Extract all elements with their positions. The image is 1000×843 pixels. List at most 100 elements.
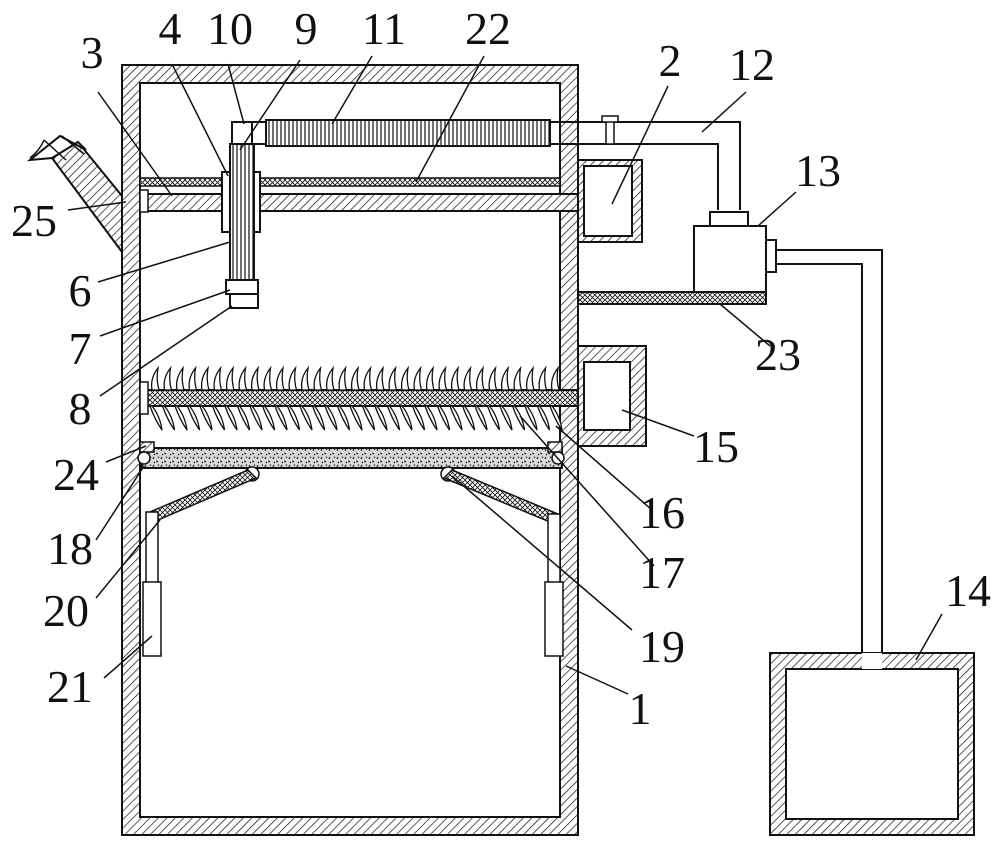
blade-tooth — [536, 405, 551, 431]
main-housing — [121, 64, 579, 836]
feed-inlet-25 — [26, 134, 123, 256]
blade-tooth — [199, 405, 213, 431]
blade-tooth — [224, 405, 238, 431]
label-11: 11 — [362, 3, 406, 54]
vertical-screw-assembly — [221, 121, 261, 309]
label-24: 24 — [53, 449, 99, 500]
label-7: 7 — [69, 323, 92, 374]
upper-blade-row — [150, 365, 560, 391]
label-23: 23 — [755, 329, 801, 380]
blade-tooth — [225, 365, 235, 391]
blade-tooth — [500, 365, 510, 391]
blade-tooth — [411, 405, 426, 431]
label-16: 16 — [639, 487, 685, 538]
blade-tooth — [474, 405, 488, 431]
blade-tooth — [450, 365, 460, 391]
blade-tooth — [511, 405, 526, 431]
blade-tooth — [211, 405, 226, 431]
label-12: 12 — [729, 39, 775, 90]
label-1: 1 — [629, 683, 652, 734]
label-13: 13 — [795, 145, 841, 196]
blade-tooth — [449, 405, 463, 431]
label-19: 19 — [639, 621, 685, 672]
blade-tooth — [313, 365, 323, 391]
blade-tooth — [175, 365, 185, 391]
leader-lines — [67, 55, 943, 695]
blade-tooth — [400, 365, 410, 391]
label-21: 21 — [47, 661, 93, 712]
label-3: 3 — [81, 27, 104, 78]
blade-tooth — [438, 365, 448, 391]
label-9: 9 — [295, 3, 318, 54]
blade-tooth — [213, 365, 223, 391]
blade-tooth — [300, 365, 310, 391]
blade-tooth — [325, 365, 335, 391]
blade-tooth — [188, 365, 198, 391]
blade-tooth — [538, 365, 548, 391]
blade-tooth — [549, 405, 563, 431]
blade-tooth — [263, 365, 273, 391]
blade-tooth — [461, 405, 476, 431]
blade-tooth — [238, 365, 248, 391]
motor-box-2 — [577, 159, 643, 243]
blade-tooth — [299, 405, 313, 431]
pipe-to-tank — [776, 249, 883, 655]
top-duct — [232, 115, 741, 210]
label-15: 15 — [693, 421, 739, 472]
blade-tooth — [149, 405, 163, 431]
crushing-shaft — [139, 365, 579, 431]
label-20: 20 — [43, 585, 89, 636]
label-4: 4 — [159, 3, 182, 54]
blade-tooth — [349, 405, 363, 431]
blade-tooth — [174, 405, 188, 431]
blade-tooth — [288, 365, 298, 391]
blade-tooth — [524, 405, 538, 431]
label-10: 10 — [207, 3, 253, 54]
blade-tooth — [336, 405, 351, 431]
blade-tooth — [161, 405, 176, 431]
blade-tooth — [550, 365, 560, 391]
blade-tooth — [424, 405, 438, 431]
reference-numerals: 3 4 10 9 11 22 2 12 13 25 6 7 8 23 15 24… — [11, 3, 991, 734]
lower-blade-row — [149, 405, 563, 431]
label-17: 17 — [639, 547, 685, 598]
blade-tooth — [425, 365, 435, 391]
label-25: 25 — [11, 195, 57, 246]
blade-tooth — [249, 405, 263, 431]
label-6: 6 — [69, 265, 92, 316]
blade-tooth — [513, 365, 523, 391]
blade-tooth — [275, 365, 285, 391]
blade-tooth — [475, 365, 485, 391]
motor-box-15 — [577, 345, 647, 447]
blade-tooth — [399, 405, 413, 431]
screen-plate — [137, 441, 565, 469]
blade-tooth — [186, 405, 201, 431]
blade-tooth — [200, 365, 210, 391]
blade-tooth — [375, 365, 385, 391]
blade-tooth — [363, 365, 373, 391]
blade-tooth — [463, 365, 473, 391]
blade-tooth — [286, 405, 301, 431]
blade-tooth — [274, 405, 288, 431]
blade-tooth — [350, 365, 360, 391]
label-18: 18 — [47, 523, 93, 574]
blade-tooth — [413, 365, 423, 391]
blade-tooth — [311, 405, 326, 431]
blade-tooth — [488, 365, 498, 391]
label-22: 22 — [465, 3, 511, 54]
blade-tooth — [324, 405, 338, 431]
blade-tooth — [436, 405, 451, 431]
blade-tooth — [525, 365, 535, 391]
blade-tooth — [250, 365, 260, 391]
blade-tooth — [163, 365, 173, 391]
blade-tooth — [236, 405, 251, 431]
blade-tooth — [499, 405, 513, 431]
label-2: 2 — [659, 35, 682, 86]
upper-guide-plate — [139, 177, 579, 213]
tank-14 — [769, 652, 975, 836]
blade-tooth — [361, 405, 376, 431]
label-14: 14 — [945, 565, 991, 616]
label-8: 8 — [69, 383, 92, 434]
